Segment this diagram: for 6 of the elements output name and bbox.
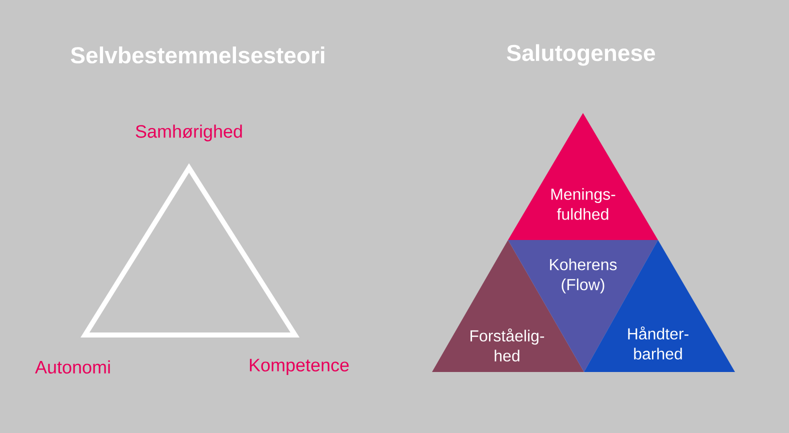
triangle-segment: Menings- fuldhed	[508, 113, 658, 240]
heading: Selvbestemmelsesteori	[70, 46, 324, 64]
vertex-label: Kompetence	[250, 358, 349, 376]
vertex-label: Samhørighed	[136, 124, 242, 142]
heading: Salutogenese	[506, 44, 655, 66]
vertex-label: Autonomi	[35, 360, 110, 374]
